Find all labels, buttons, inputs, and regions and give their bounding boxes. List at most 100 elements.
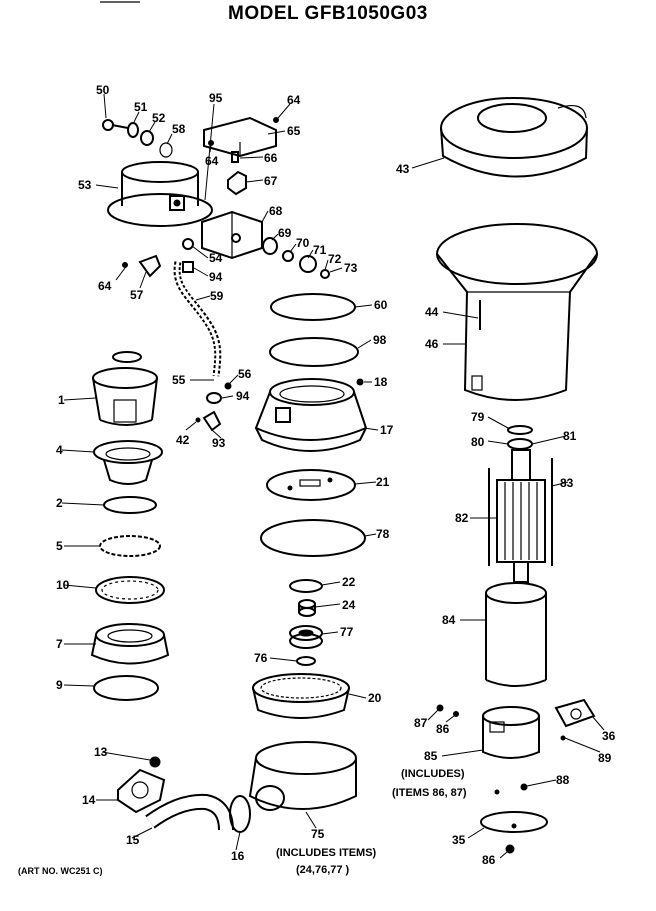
label-69: 69: [278, 226, 292, 240]
part-98-seal: [269, 337, 359, 367]
part-7-mounting-assembly: [90, 623, 170, 665]
part-79-washer: [507, 425, 533, 435]
part-84-stator-housing: [485, 582, 547, 687]
label-15: 15: [126, 833, 140, 847]
label-80: 80: [471, 435, 485, 449]
label-18: 18: [374, 375, 388, 389]
label-79: 79: [471, 410, 485, 424]
label-85: 85: [424, 749, 438, 763]
label-68: 68: [269, 204, 283, 218]
label-43: 43: [396, 162, 410, 176]
label-16: 16: [231, 849, 245, 863]
part-70-nut: [282, 250, 294, 262]
label-87: 87: [414, 716, 428, 730]
part-14-discharge-gasket: [117, 768, 166, 814]
label-64-b: 64: [205, 154, 219, 168]
part-52-grommet: [140, 130, 154, 146]
part-10-mounting-ring: [95, 576, 165, 604]
part-56-screw: [224, 382, 232, 390]
label-9: 9: [56, 678, 63, 692]
part-20-shredder-ring: [252, 673, 350, 719]
label-54: 54: [209, 251, 223, 265]
label-65: 65: [287, 124, 301, 138]
label-64-a: 64: [287, 93, 301, 107]
part-65-cover-plate: [203, 116, 277, 158]
part-81-shaft: [511, 449, 531, 481]
part-13-bolt: [149, 756, 161, 768]
label-24: 24: [342, 598, 356, 612]
label-56: 56: [238, 367, 252, 381]
part-64-screw-c: [122, 262, 128, 268]
part-72-nut: [320, 269, 330, 279]
part-35-bottom-plate: [480, 811, 548, 833]
label-21: 21: [376, 475, 390, 489]
label-44: 44: [425, 305, 439, 319]
part-94-bushing-b: [206, 392, 222, 404]
part-60-gasket: [270, 293, 356, 321]
label-94-b: 94: [236, 389, 250, 403]
label-17: 17: [380, 423, 394, 437]
part-2-gasket: [103, 496, 157, 514]
label-13: 13: [94, 745, 108, 759]
part-21-rotating-plate: [266, 469, 356, 501]
part-77-bearing: [289, 625, 323, 649]
part-86-screw-b: [505, 844, 515, 854]
part-94-bushing-a: [182, 261, 194, 273]
label-20: 20: [368, 691, 382, 705]
label-95: 95: [209, 91, 223, 105]
part-82-rotor: [496, 479, 546, 583]
part-59-hose-core: [175, 261, 220, 377]
label-35: 35: [452, 833, 466, 847]
label-42: 42: [176, 433, 190, 447]
label-72: 72: [328, 252, 342, 266]
label-52: 52: [152, 111, 166, 125]
part-36-switch: [554, 698, 596, 728]
label-86-a: 86: [436, 722, 450, 736]
part-54-fitting: [182, 238, 194, 250]
label-14: 14: [82, 793, 96, 807]
part-42-screw: [195, 417, 201, 423]
part-17-upper-housing: [254, 378, 368, 452]
part-51-washer: [127, 122, 139, 138]
label-4: 4: [56, 443, 63, 457]
label-22: 22: [342, 575, 356, 589]
part-57-clamp: [138, 254, 162, 278]
part-46-outer-shell: [436, 223, 598, 401]
label-73: 73: [344, 261, 358, 275]
part-67-connector: [227, 170, 247, 196]
label-67: 67: [264, 174, 278, 188]
label-94-a: 94: [209, 270, 223, 284]
label-66: 66: [264, 151, 278, 165]
part-1-stopper: [92, 351, 158, 426]
label-7: 7: [56, 637, 63, 651]
part-50-screw: [102, 119, 129, 131]
label-88: 88: [556, 773, 570, 787]
part-53-mounting-flange: [107, 161, 213, 227]
part-76-washer: [296, 656, 316, 666]
part-88-screw: [520, 783, 528, 791]
part-89-screw: [560, 735, 566, 741]
label-83: 83: [560, 476, 574, 490]
part-69-washer: [262, 237, 278, 255]
art-number: (ART NO. WC251 C): [18, 866, 103, 876]
label-64-c: 64: [98, 279, 112, 293]
label-84: 84: [442, 613, 456, 627]
part-87-screw: [436, 704, 444, 712]
label-82: 82: [455, 511, 469, 525]
part-85-end-frame: [482, 706, 540, 759]
label-76: 76: [254, 651, 268, 665]
label-98: 98: [373, 333, 387, 347]
label-50: 50: [96, 83, 110, 97]
part-86-screw-a: [453, 711, 459, 717]
label-57: 57: [130, 288, 144, 302]
label-81: 81: [563, 429, 577, 443]
label-5: 5: [56, 539, 63, 553]
label-78: 78: [376, 527, 390, 541]
note-75-items: (24,76,77 ): [296, 864, 350, 876]
part-16-flange: [229, 795, 251, 833]
part-68-electrical-box: [201, 210, 263, 260]
part-78-gasket: [260, 519, 366, 557]
label-10: 10: [56, 578, 70, 592]
part-58-gasket: [159, 142, 173, 158]
